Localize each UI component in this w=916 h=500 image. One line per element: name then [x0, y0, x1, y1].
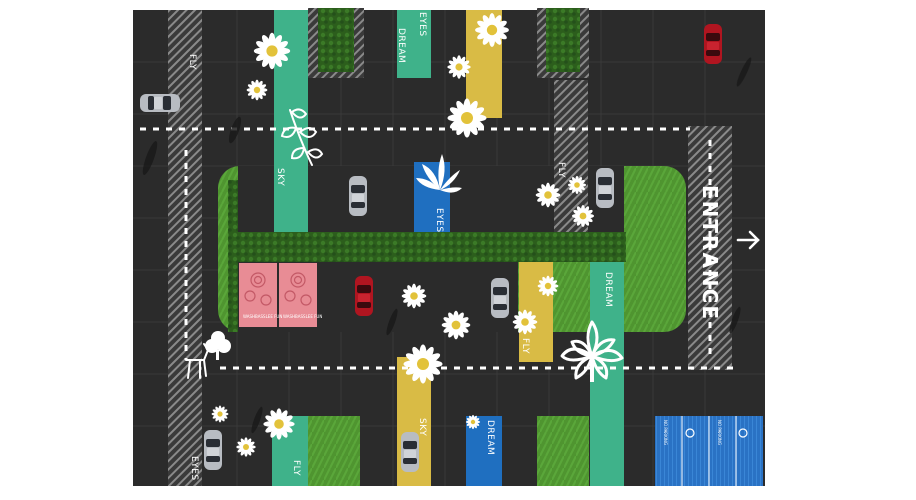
- person-shadows: [142, 57, 752, 434]
- label-fly-center: FLY: [556, 162, 566, 178]
- left-hatched-walkway: [168, 10, 202, 486]
- label-dream-top: DREAM: [396, 28, 406, 63]
- pink-mural-boxes: WASHBASSLEE FUN WASHBASSLEE FUN: [239, 263, 322, 327]
- strip-green-dream-top: [397, 10, 431, 78]
- label-fly-bottom: FLY: [291, 460, 301, 476]
- deer-icon: [185, 343, 215, 379]
- label-dream-right: DREAM: [603, 272, 613, 307]
- label-sky: SKY: [275, 168, 285, 186]
- label-sky-bottom: SKY: [417, 418, 427, 436]
- bottom-planter-right: [537, 416, 589, 486]
- car-silver-island-top: [349, 176, 367, 216]
- top-planter-right-hedge: [546, 8, 580, 72]
- no-parking-label-1: NO PARKING: [663, 420, 668, 445]
- car-red-island-bottom: [355, 276, 373, 316]
- island-hedge-spine: [238, 232, 626, 262]
- label-entrance: ENTRANCE: [698, 185, 722, 321]
- label-eyes-bottom-left: EYES: [189, 456, 199, 481]
- label-dream-bottom: DREAM: [485, 420, 495, 455]
- label-eyes-top: EYES: [417, 12, 427, 37]
- small-tree-icon: [205, 331, 231, 360]
- label-fly-yellow: FLY: [520, 338, 530, 354]
- car-silver-topleft: [140, 94, 180, 112]
- no-parking-label-2: NO PARKING: [717, 420, 722, 445]
- top-planter-left-hedge: [318, 8, 354, 72]
- pink-box-text-right: WASHBASSLEE FUN: [283, 314, 322, 319]
- bottom-planter-left: [308, 416, 360, 486]
- label-fly-left: FLY: [187, 54, 197, 70]
- car-red-topright: [704, 24, 722, 64]
- lotus-icon: [416, 154, 462, 193]
- strip-green-sky-over: [274, 166, 308, 232]
- car-silver-bottom-center: [401, 432, 419, 472]
- pink-box-text-left: WASHBASSLEE FUN: [243, 314, 282, 319]
- disabled-parking-bays: NO PARKING NO PARKING: [655, 416, 763, 486]
- arrow-right-icon: [736, 230, 760, 250]
- strip-green-dream-over: [590, 262, 624, 332]
- label-eyes-blue: EYES: [434, 208, 444, 233]
- car-silver-bottom-left: [204, 430, 222, 470]
- leaf-sprig-icon: [280, 108, 324, 166]
- tree-icon: [560, 320, 624, 382]
- wheelchair-icon: [685, 428, 748, 438]
- car-silver-island-mid: [491, 278, 509, 318]
- island-left-edge-hedge: [228, 180, 238, 332]
- car-silver-island-right: [596, 168, 614, 208]
